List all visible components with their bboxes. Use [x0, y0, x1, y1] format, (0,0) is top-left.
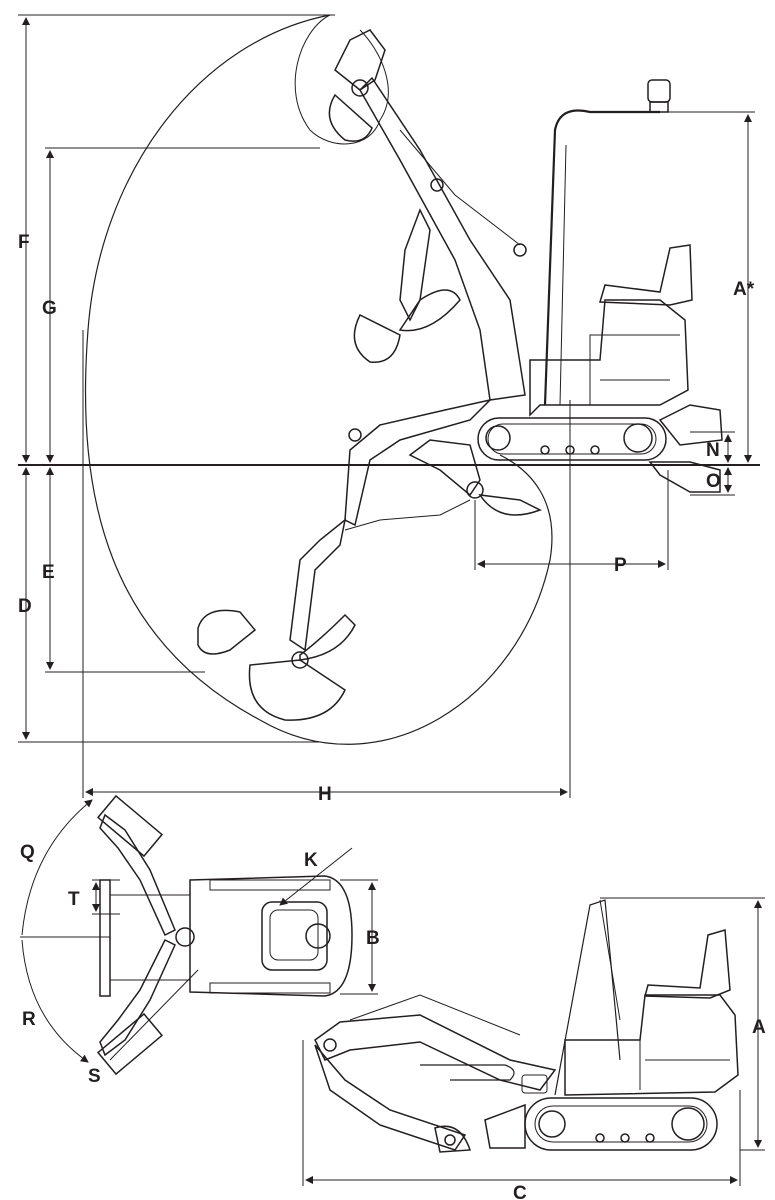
r-arc — [21, 939, 89, 1063]
label-d: D — [18, 596, 32, 617]
label-a: A — [752, 1017, 766, 1038]
label-p: P — [614, 555, 627, 576]
track-outline — [477, 417, 667, 461]
label-f: F — [18, 232, 30, 253]
label-a-star: A* — [733, 279, 755, 300]
side-view-excavator — [197, 29, 723, 721]
label-c: C — [513, 1183, 527, 1200]
label-g: G — [42, 298, 57, 319]
reach-envelope-inner — [294, 14, 389, 145]
s-dimension-line — [109, 969, 199, 1061]
label-t: T — [68, 889, 80, 910]
label-o: O — [706, 471, 721, 492]
label-s: S — [88, 1066, 101, 1087]
q-arc — [21, 799, 93, 936]
label-r: R — [22, 1009, 36, 1030]
label-h: H — [318, 784, 332, 805]
label-b: B — [366, 928, 380, 949]
label-n: N — [706, 440, 720, 461]
top-view-excavator — [96, 794, 353, 1076]
reach-envelope-curve — [84, 14, 553, 745]
label-e: E — [42, 562, 55, 583]
label-q: Q — [20, 842, 35, 863]
label-k: K — [304, 850, 318, 871]
transport-view-excavator — [314, 899, 739, 1153]
